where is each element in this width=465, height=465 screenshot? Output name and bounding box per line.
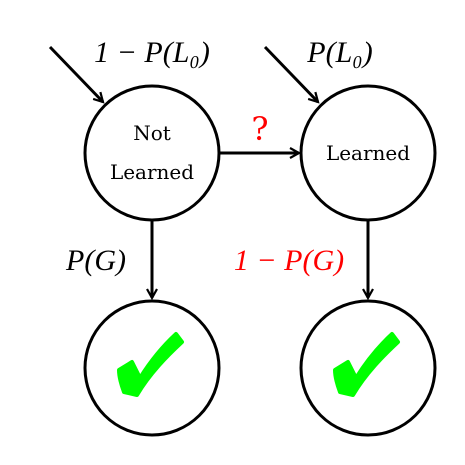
check-icon xyxy=(333,332,400,397)
prior-arrow-learned xyxy=(263,45,318,102)
node-not-learned-label-line1: Not xyxy=(133,121,171,145)
node-not-learned xyxy=(83,84,221,222)
prior-arrow-not-learned xyxy=(48,45,103,102)
not-guess-label: 1 − P(G) xyxy=(234,244,344,277)
check-icon xyxy=(117,332,184,397)
node-not-learned-label-line2: Learned xyxy=(110,160,194,184)
prior-label-learned: P(L₀) xyxy=(306,36,372,69)
transition-label: ? xyxy=(251,110,268,148)
prior-label-not-learned: 1 − P(L₀) xyxy=(94,36,210,69)
node-learned-label: Learned xyxy=(326,141,410,165)
guess-label: P(G) xyxy=(65,244,126,277)
